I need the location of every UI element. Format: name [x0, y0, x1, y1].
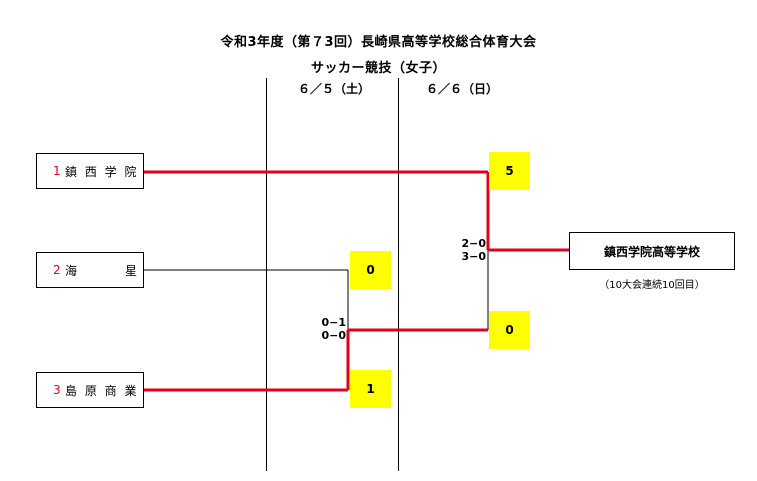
final-half-scores: 2−0 3−0	[457, 237, 486, 263]
semi-first-half: 0−1	[321, 316, 346, 329]
score-final-shimabara: 0	[489, 311, 530, 349]
team-kaisei: 2 海 星	[36, 252, 144, 288]
team-name-right: 星	[124, 263, 137, 278]
page-subtitle: サッカー競技（女子）	[310, 61, 446, 76]
date-divider-left	[266, 78, 267, 471]
score-semi-shimabara: 1	[350, 370, 391, 408]
team-chinzei: 1 鎮 西 学 院	[36, 153, 144, 189]
team-name: 海 星	[65, 262, 137, 279]
score-final-chinzei: 5	[489, 152, 530, 190]
seed-number: 2	[53, 263, 61, 277]
score-semi-kaisei: 0	[350, 251, 391, 289]
seed-number: 1	[53, 164, 61, 178]
seed-number: 3	[53, 383, 61, 397]
team-name-left: 海	[65, 263, 78, 278]
champion-box: 鎮西学院高等学校	[569, 232, 735, 270]
semi-second-half: 0−0	[321, 329, 346, 342]
date-round-2: ６／６（日）	[426, 82, 499, 96]
date-round-1: ６／５（土）	[298, 82, 371, 96]
team-shimabara: 3 島 原 商 業	[36, 372, 144, 408]
final-first-half: 2−0	[461, 237, 486, 250]
team-name: 島 原 商 業	[65, 383, 139, 398]
date-divider-right	[398, 78, 399, 471]
team-name: 鎮 西 学 院	[65, 164, 139, 179]
page-title: 令和3年度（第７3回）長崎県高等学校総合体育大会	[220, 35, 537, 50]
semi-half-scores: 0−1 0−0	[318, 316, 346, 342]
champion-note: （10大会連続10回目）	[599, 280, 705, 291]
final-second-half: 3−0	[461, 250, 486, 263]
